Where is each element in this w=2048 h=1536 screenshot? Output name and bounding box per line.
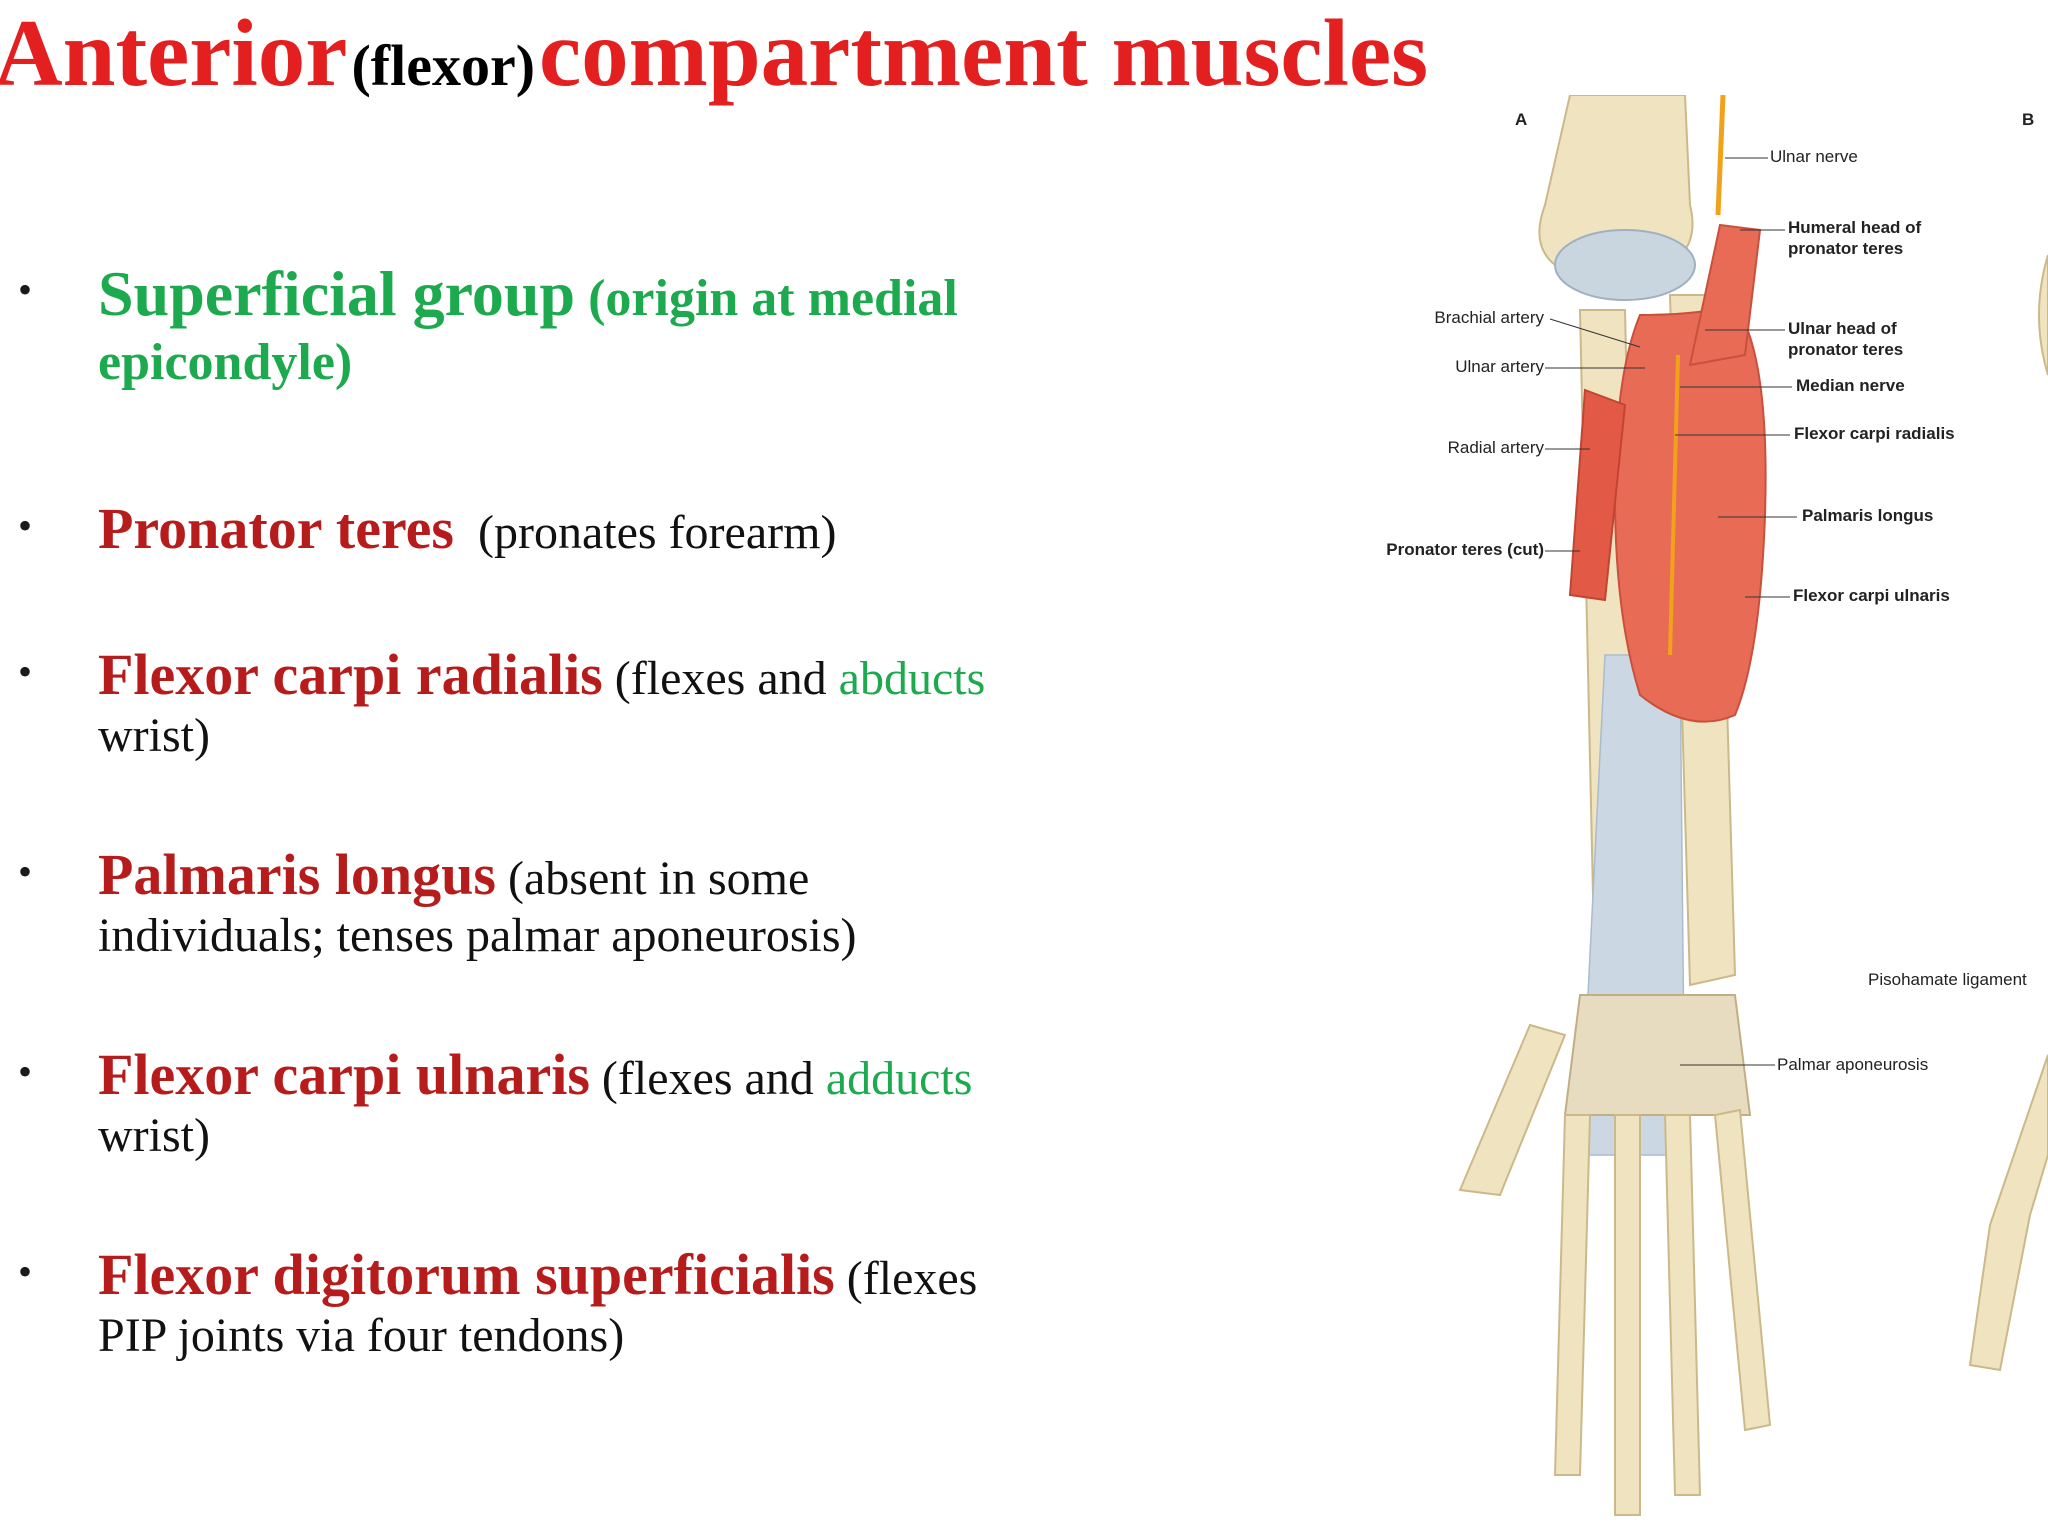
bullet-rest: (flexes and — [601, 1052, 814, 1105]
bullet-rest: (pronates forearm) — [477, 506, 837, 559]
title-part-compartment: compartment muscles — [539, 0, 1429, 106]
label-brachial-artery: Brachial artery — [1434, 308, 1544, 327]
bullet-dot: • — [18, 1249, 33, 1294]
label-ulnar-nerve: Ulnar nerve — [1770, 147, 1858, 166]
label-flexor-carpi-radialis: Flexor carpi radialis — [1794, 424, 1955, 443]
label-humeral-head-1: Humeral head of — [1788, 218, 1922, 237]
bullet-head: Superficial group — [98, 258, 576, 329]
label-radial-artery: Radial artery — [1447, 438, 1544, 457]
label-palmaris-longus: Palmaris longus — [1802, 506, 1934, 525]
label-median-nerve: Median nerve — [1796, 376, 1905, 395]
bullet-dot: • — [18, 267, 33, 312]
forearm-illustration — [1458, 95, 2048, 1516]
bullet-dot: • — [18, 849, 33, 894]
bullet-green-word: abducts — [838, 652, 986, 705]
label-pronator-teres-cut: Pronator teres (cut) — [1386, 540, 1544, 559]
bullet-rest-tail: wrist) — [98, 1109, 210, 1162]
bullet-head: Flexor carpi radialis — [98, 642, 603, 707]
slide-title: Anterior (flexor) compartment muscles — [0, 6, 1428, 101]
label-ulnar-head-2: pronator teres — [1788, 340, 1904, 359]
forearm-anatomy-figure: A B Ulnar nerve Humeral head of pronator… — [1340, 95, 2048, 1536]
bullet-rest-tail: wrist) — [98, 709, 210, 762]
title-part-anterior: Anterior — [0, 0, 348, 106]
bullet-green-word: adducts — [825, 1052, 973, 1105]
bullet-head: Flexor digitorum superficialis — [98, 1242, 835, 1307]
bullet-head: Flexor carpi ulnaris — [98, 1042, 590, 1107]
label-palmar-aponeurosis: Palmar aponeurosis — [1777, 1055, 1929, 1074]
bullet-dot: • — [18, 1049, 33, 1094]
label-ulnar-artery: Ulnar artery — [1455, 357, 1544, 376]
panel-label-b: B — [2022, 110, 2035, 129]
bullet-dot: • — [18, 649, 33, 694]
label-pisohamate-ligament: Pisohamate ligament — [1868, 970, 2027, 989]
bullet-head: Pronator teres — [98, 496, 454, 561]
label-flexor-carpi-ulnaris: Flexor carpi ulnaris — [1793, 586, 1950, 605]
bullet-rest: (flexes and — [614, 652, 827, 705]
label-humeral-head-2: pronator teres — [1788, 239, 1904, 258]
bullet-dot: • — [18, 503, 33, 548]
panel-label-a: A — [1515, 110, 1528, 129]
bullet-rest: (absent in some individuals; tenses palm… — [98, 852, 857, 962]
label-ulnar-head-1: Ulnar head of — [1788, 319, 1897, 338]
title-part-flexor: (flexor) — [351, 33, 536, 98]
bullet-rest: (origin at medial epicondyle) — [98, 270, 958, 391]
bullet-rest: (flexes PIP joints via four tendons) — [98, 1252, 978, 1362]
bullet-head: Palmaris longus — [98, 842, 496, 907]
